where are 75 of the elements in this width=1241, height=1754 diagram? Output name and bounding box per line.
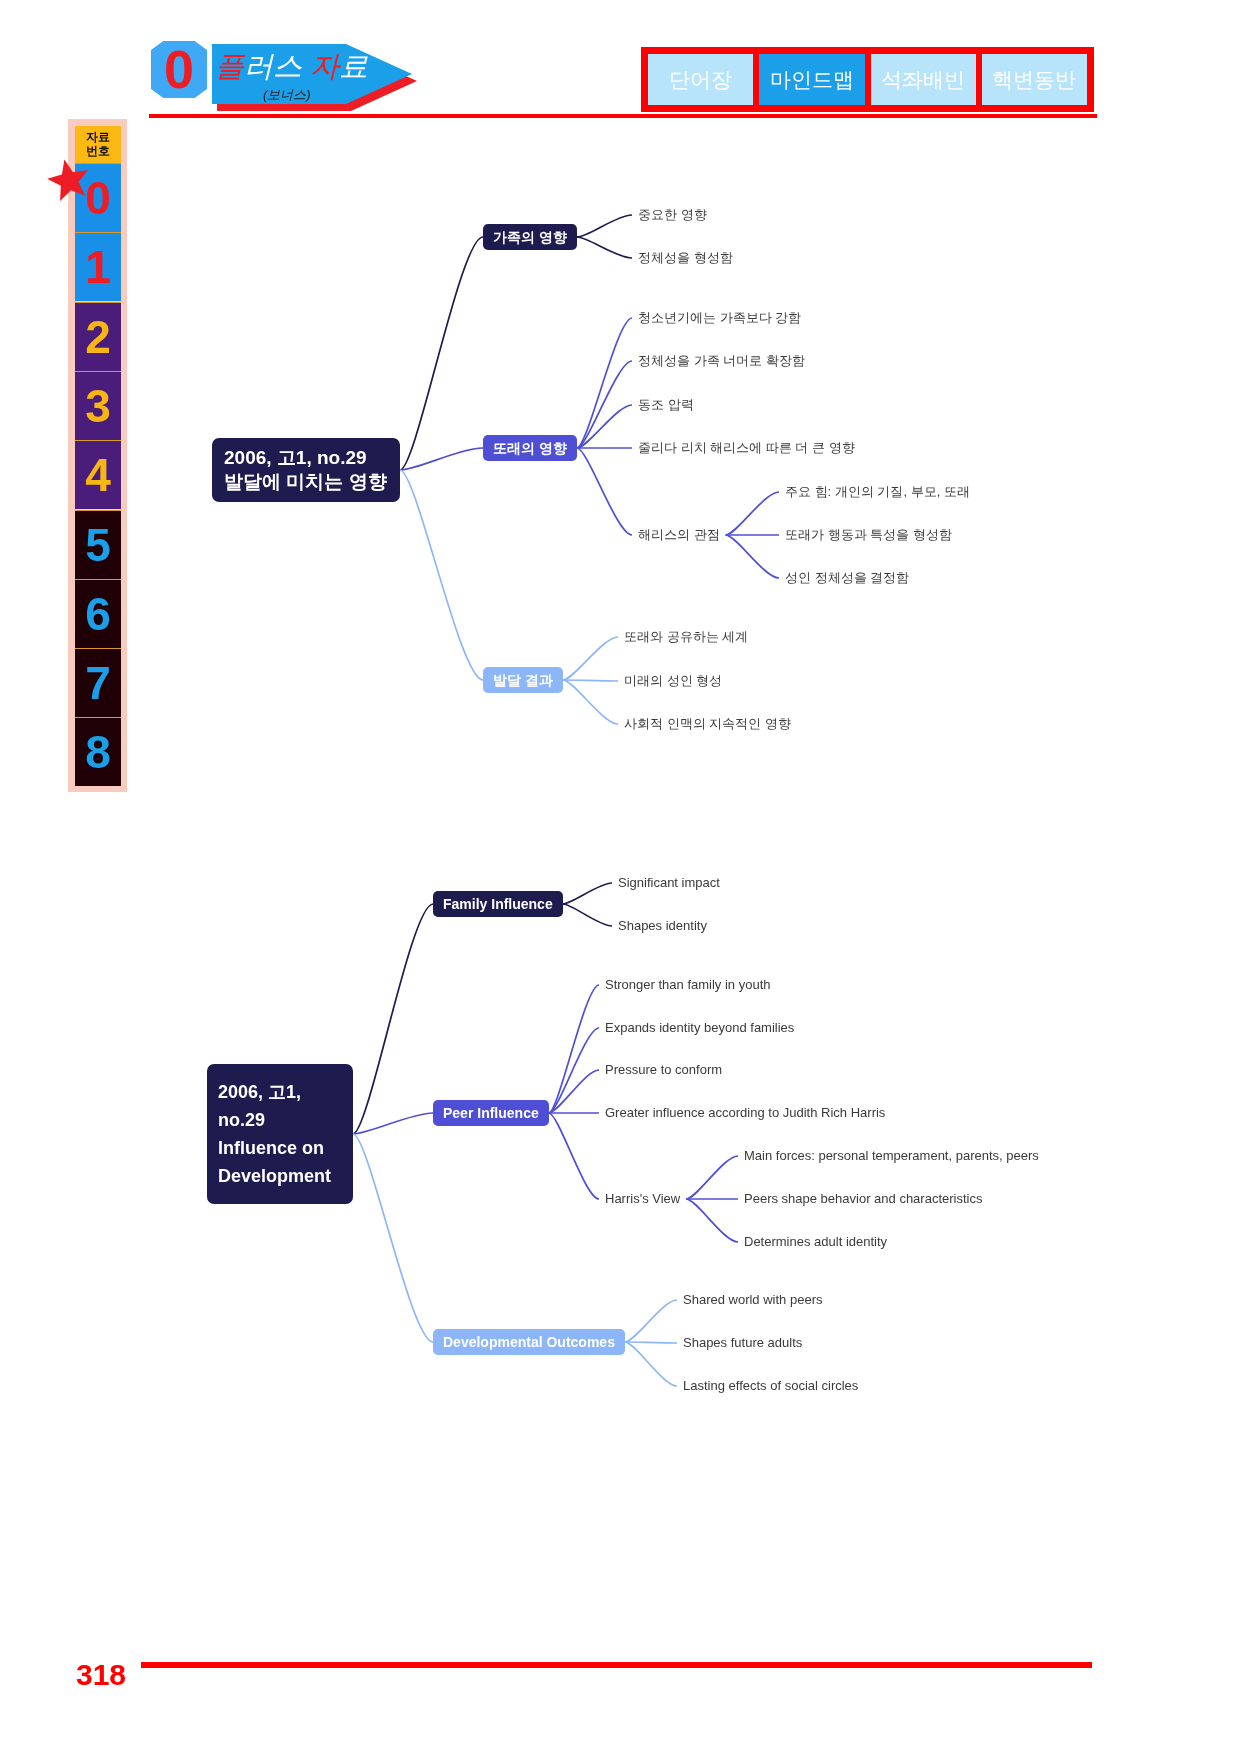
subtopic: 주요 힘: 개인의 기질, 부모, 또래: [779, 484, 976, 500]
index-tab: 6: [75, 578, 121, 648]
subtopic: Shapes identity: [612, 918, 713, 934]
subtopic: Pressure to conform: [599, 1062, 729, 1078]
subtopic: Significant impact: [612, 875, 726, 891]
subtopic: Harris's View: [599, 1191, 687, 1207]
connector: [576, 236, 633, 259]
subtopic: 해리스의 관점: [632, 527, 726, 543]
connector: [562, 679, 619, 725]
connector: [352, 1112, 434, 1135]
subtopic: Expands identity beyond families: [599, 1020, 801, 1036]
subtopic: 청소년기에는 가족보다 강함: [632, 310, 808, 326]
connector: [547, 1112, 600, 1200]
title-text: 플러스 자료: [215, 49, 369, 83]
page-number: 318: [76, 1659, 127, 1691]
subtopic: 사회적 인맥의 지속적인 영향: [618, 716, 797, 732]
subtopic: 또래가 행동과 특성을 형성함: [779, 527, 958, 543]
index-tab: 2: [75, 301, 121, 371]
subtopic: 중요한 영향: [632, 207, 713, 223]
index-heading: 자료 번호: [75, 126, 121, 163]
branch-topic: Developmental Outcomes: [433, 1329, 625, 1355]
connector: [399, 469, 484, 681]
branch-topic: Peer Influence: [433, 1100, 549, 1126]
subtopic: 미래의 성인 형성: [618, 673, 729, 689]
connector: [561, 903, 613, 927]
subtopic: Stronger than family in youth: [599, 977, 777, 993]
connector: [685, 1198, 739, 1243]
subtopic: 정체성을 형성함: [632, 250, 739, 266]
index-tab: 3: [75, 370, 121, 440]
index-tab: 7: [75, 648, 121, 718]
connector: [576, 214, 633, 238]
index-tab: 4: [75, 440, 121, 510]
subtopic: 정체성을 가족 너머로 확장함: [632, 353, 811, 369]
subtopic: 줄리다 리치 해리스에 따른 더 큰 영향: [632, 440, 861, 456]
connector: [624, 1299, 678, 1343]
connector: [576, 360, 633, 449]
connector: [352, 1133, 434, 1343]
subtopic: Greater influence according to Judith Rich Harris: [599, 1105, 892, 1121]
index-tab: 0: [75, 163, 121, 232]
central-topic: 2006, 고1, no.29 Influence on Development: [207, 1064, 353, 1204]
subtopic: 성인 정체성을 결정함: [779, 570, 916, 586]
connector: [547, 1027, 600, 1114]
branch-topic: 또래의 영향: [483, 435, 577, 461]
subtitle-text: (보너스): [263, 87, 311, 102]
connector: [576, 447, 633, 536]
connector: [576, 447, 633, 449]
connector: [724, 534, 780, 579]
subtopic: Main forces: personal temperament, parents, peers: [738, 1148, 1045, 1164]
subtopic: 또래와 공유하는 세계: [618, 629, 755, 645]
number-badge: 0: [151, 41, 207, 98]
tab: 핵변동반: [981, 54, 1087, 105]
branch-topic: 발달 결과: [483, 667, 563, 693]
connector: [352, 903, 434, 1135]
subtopic: Lasting effects of social circles: [677, 1378, 865, 1394]
tab: 석좌배빈: [870, 54, 976, 105]
connector: [576, 404, 633, 449]
tab: 마인드맵: [759, 54, 865, 105]
subtopic: Shapes future adults: [677, 1335, 809, 1351]
connector: [624, 1341, 678, 1387]
connector: [685, 1155, 739, 1200]
subtopic: Determines adult identity: [738, 1234, 894, 1250]
subtopic: Peers shape behavior and characteristics: [738, 1191, 989, 1207]
central-topic: 2006, 고1, no.29 발달에 미치는 영향: [212, 438, 400, 502]
connector: [399, 447, 484, 471]
branch-topic: Family Influence: [433, 891, 563, 917]
index-tab: 5: [75, 509, 121, 579]
subtopic: 동조 압력: [632, 397, 700, 413]
index-tab: 8: [75, 717, 121, 787]
branch-topic: 가족의 영향: [483, 224, 577, 250]
tab: 단어장: [648, 54, 754, 105]
connector: [399, 236, 484, 471]
subtopic: Shared world with peers: [677, 1292, 829, 1308]
connector: [685, 1198, 739, 1200]
index-tab: 1: [75, 232, 121, 302]
connector: [562, 636, 619, 681]
